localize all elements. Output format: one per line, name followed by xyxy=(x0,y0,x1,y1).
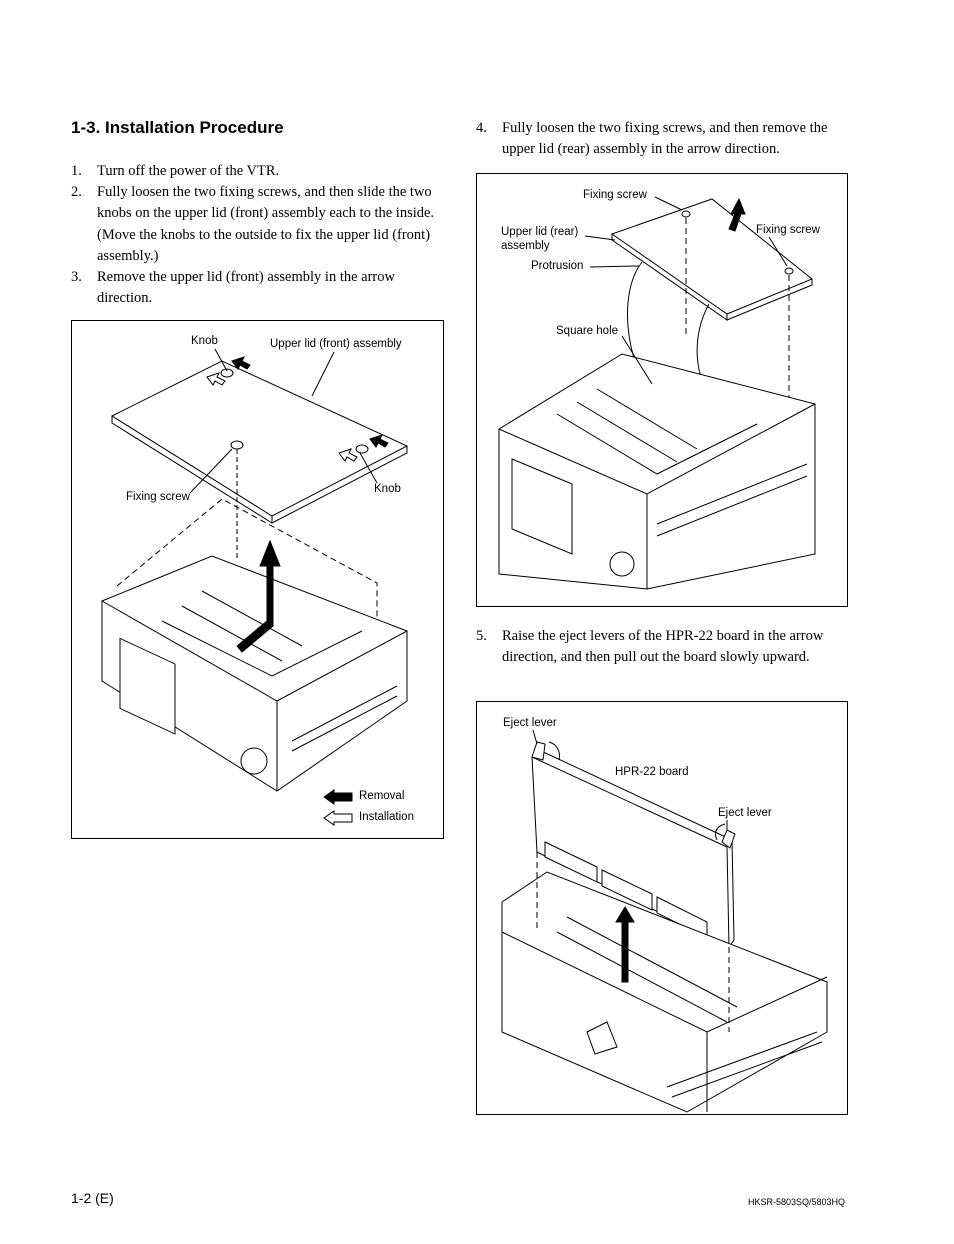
label-square-hole: Square hole xyxy=(556,325,619,337)
label-fixing-screw: Fixing screw xyxy=(126,491,190,503)
figure-2-illustration xyxy=(498,196,816,590)
step-text: Fully loosen the two fixing screws, and … xyxy=(502,120,828,158)
step-text: Remove the upper lid (front) assembly in… xyxy=(97,269,395,307)
legend-removal-label: Removal xyxy=(359,790,405,802)
step-number: 3. xyxy=(71,269,82,285)
step-number: 2. xyxy=(71,184,82,200)
label-eject-lever-right: Eject lever xyxy=(718,807,772,819)
label-eject-lever-left: Eject lever xyxy=(503,717,557,729)
label-upper-lid-rear: Upper lid (rear) xyxy=(501,226,579,238)
label-fixing-screw-top: Fixing screw xyxy=(583,189,647,201)
page-number: 1-2 (E) xyxy=(71,1190,114,1206)
step-text: Fully loosen the two fixing screws, and … xyxy=(97,184,435,264)
figure-1-illustration xyxy=(101,348,409,826)
label-upper-lid-front: Upper lid (front) assembly xyxy=(270,338,402,350)
figure-upper-lid-rear: Fixing screw Upper lid (rear) assembly F… xyxy=(476,173,848,607)
section-heading: 1-3. Installation Procedure xyxy=(71,118,284,137)
label-hpr22-board: HPR-22 board xyxy=(615,766,689,778)
label-protrusion: Protrusion xyxy=(531,260,584,272)
step-number: 5. xyxy=(476,628,487,644)
model-number: HKSR-5803SQ/5803HQ xyxy=(748,1197,846,1207)
label-knob-right: Knob xyxy=(374,483,401,495)
figure-upper-lid-front: Knob Upper lid (front) assembly Fixing s… xyxy=(71,320,444,839)
step-number: 1. xyxy=(71,163,82,179)
label-knob-top: Knob xyxy=(191,335,218,347)
step-text: Turn off the power of the VTR. xyxy=(97,163,280,179)
step-text: Raise the eject levers of the HPR-22 boa… xyxy=(502,628,824,666)
label-assembly: assembly xyxy=(501,240,550,252)
legend-installation-label: Installation xyxy=(359,811,414,823)
figure-hpr22-board: Eject lever HPR-22 board Eject lever xyxy=(476,701,848,1115)
figure-3-illustration xyxy=(501,729,828,1113)
step-number: 4. xyxy=(476,120,487,136)
label-fixing-screw-right: Fixing screw xyxy=(756,224,820,236)
